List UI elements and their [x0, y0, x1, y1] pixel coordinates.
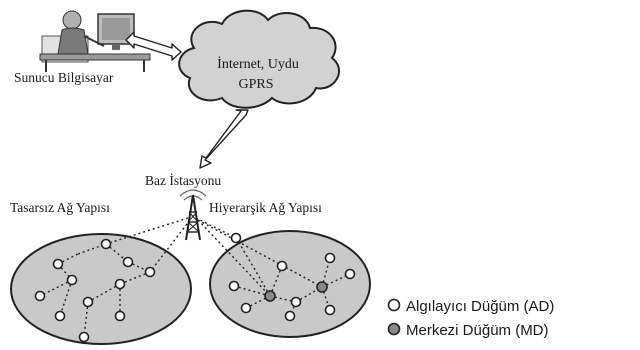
sensor-node [230, 232, 242, 244]
base-station-label: Baz İstasyonu [145, 173, 221, 188]
base-station-tower-icon [179, 189, 207, 241]
server-label: Sunucu Bilgisayar [14, 70, 114, 85]
legend-cluster-node-icon [387, 322, 401, 336]
hierarchical-network-nodes [228, 232, 356, 322]
sensor-node [78, 331, 90, 343]
sensor-node [324, 304, 336, 316]
internet-cloud-icon [178, 9, 340, 109]
server-computer-icon [39, 10, 151, 72]
sensor-node [228, 280, 240, 292]
sensor-node [290, 296, 302, 308]
sensor-node [54, 310, 66, 322]
sensor-node [344, 268, 356, 280]
sensor-node [100, 238, 112, 250]
flat-network-label: Tasarsız Ağ Yapısı [10, 200, 110, 215]
legend-sensor-node-icon [387, 298, 401, 312]
sensor-node [82, 296, 94, 308]
sensor-node [284, 310, 296, 322]
flat-network-nodes [34, 238, 156, 343]
cloud-label-line2: GPRS [238, 77, 273, 92]
legend: Algılayıcı Düğüm (AD) Merkezi Düğüm (MD) [387, 298, 554, 339]
legend-sensor-node-label: Algılayıcı Düğüm (AD) [406, 298, 554, 315]
base-station-links [105, 217, 323, 297]
hierarchical-network-label: Hiyerarşik Ağ Yapısı [209, 200, 322, 215]
sensor-node [122, 256, 134, 268]
sensor-node [34, 290, 46, 302]
cloud-base-arrow [199, 109, 249, 169]
cluster-head-node [264, 290, 276, 302]
sensor-node [240, 302, 252, 314]
flat-network-field [10, 233, 192, 345]
sensor-node [144, 266, 156, 278]
sensor-node [114, 278, 126, 290]
sensor-node [324, 252, 336, 264]
legend-cluster-node-label: Merkezi Düğüm (MD) [406, 322, 549, 339]
sensor-node [276, 260, 288, 272]
server-cloud-arrow [125, 31, 182, 61]
sensor-node [114, 310, 126, 322]
sensor-node [66, 274, 78, 286]
cloud-label-line1: İnternet, Uydu [217, 56, 299, 72]
sensor-node [52, 258, 64, 270]
cluster-head-node [316, 281, 328, 293]
